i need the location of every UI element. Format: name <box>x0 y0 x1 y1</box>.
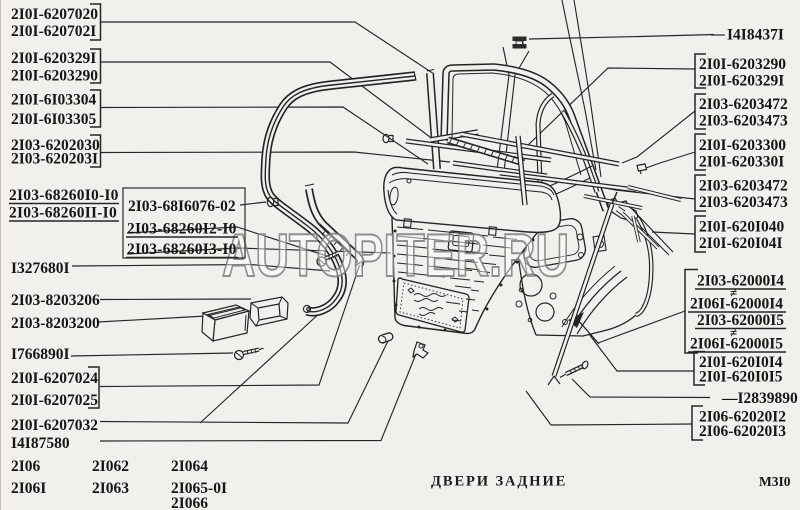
svg-text:2I064: 2I064 <box>171 458 208 475</box>
svg-text:2I03-6203472: 2I03-6203472 <box>699 96 788 113</box>
svg-text:2I065-0I: 2I065-0I <box>171 480 227 497</box>
svg-text:2I03-6202030: 2I03-6202030 <box>11 137 100 154</box>
svg-text:2I066: 2I066 <box>171 495 208 510</box>
svg-text:2I03-6203473: 2I03-6203473 <box>699 194 788 211</box>
svg-text:2I03-6203472: 2I03-6203472 <box>699 178 788 195</box>
svg-text:2I03-6203473: 2I03-6203473 <box>699 113 788 130</box>
svg-text:2I0I-620329I: 2I0I-620329I <box>699 73 784 90</box>
svg-text:I766890I: I766890I <box>11 346 70 363</box>
svg-text:I4I8437I: I4I8437I <box>727 27 784 44</box>
svg-text:2I0I-620330I: 2I0I-620330I <box>699 154 784 171</box>
svg-text:2I03-68260I2-I0: 2I03-68260I2-I0 <box>127 221 237 238</box>
svg-text:2I03-68260I0-I0: 2I03-68260I0-I0 <box>9 187 119 204</box>
svg-text:2I03-62000I4: 2I03-62000I4 <box>697 273 784 290</box>
svg-text:I327680I: I327680I <box>11 260 70 277</box>
svg-text:≠: ≠ <box>730 325 737 340</box>
svg-text:2I0I-620I0I5: 2I0I-620I0I5 <box>699 369 783 386</box>
svg-text:2I0I-6207024: 2I0I-6207024 <box>11 370 98 387</box>
svg-text:M3I0: M3I0 <box>759 474 791 489</box>
svg-text:2I06I-62000I5: 2I06I-62000I5 <box>690 336 783 353</box>
svg-text:2I03-8203200: 2I03-8203200 <box>11 315 100 332</box>
svg-text:2I06-62020I2: 2I06-62020I2 <box>699 409 786 426</box>
svg-text:2I0I-620I0I4: 2I0I-620I0I4 <box>699 354 783 371</box>
svg-text:2I03-68260I3-I0: 2I03-68260I3-I0 <box>127 241 237 258</box>
svg-text:—I2839890: —I2839890 <box>721 390 798 407</box>
svg-text:2I06: 2I06 <box>11 458 41 475</box>
svg-text:2I06-62020I3: 2I06-62020I3 <box>699 423 786 440</box>
svg-text:2I06I-62000I4: 2I06I-62000I4 <box>690 296 783 313</box>
svg-text:2I063: 2I063 <box>92 480 129 497</box>
svg-text:2I0I-6I03305: 2I0I-6I03305 <box>11 111 97 128</box>
svg-text:2I0I-6203290: 2I0I-6203290 <box>699 56 786 73</box>
svg-text:≠: ≠ <box>730 285 737 300</box>
svg-text:2I03-68I6076-02: 2I03-68I6076-02 <box>128 198 236 215</box>
svg-text:AUTOPITER.RU: AUTOPITER.RU <box>222 222 569 289</box>
svg-text:2I0I-6207025: 2I0I-6207025 <box>11 392 98 409</box>
svg-text:2I03-620203I: 2I03-620203I <box>11 151 98 168</box>
svg-text:I4I87580: I4I87580 <box>11 435 70 452</box>
svg-text:2I0I-6203290: 2I0I-6203290 <box>11 68 98 85</box>
svg-text:2I03-8203206: 2I03-8203206 <box>11 292 100 309</box>
svg-text:2I0I-620I040: 2I0I-620I040 <box>699 219 785 236</box>
svg-text:2I06I: 2I06I <box>11 480 46 497</box>
svg-text:2I0I-6203300: 2I0I-6203300 <box>699 137 786 154</box>
svg-text:2I03-62000I5: 2I03-62000I5 <box>697 312 784 329</box>
svg-text:2I0I-6207020: 2I0I-6207020 <box>11 6 98 23</box>
svg-text:2I062: 2I062 <box>92 458 129 475</box>
svg-text:2I0I-620702I: 2I0I-620702I <box>11 23 96 40</box>
svg-text:2I03-68260II-I0: 2I03-68260II-I0 <box>9 205 117 222</box>
svg-text:2I0I-620I04I: 2I0I-620I04I <box>699 235 783 252</box>
svg-text:2I0I-6I03304: 2I0I-6I03304 <box>11 92 97 109</box>
svg-text:2I0I-6207032: 2I0I-6207032 <box>11 417 98 434</box>
svg-text:2I0I-620329I: 2I0I-620329I <box>11 50 96 67</box>
svg-text:ДВЕРИ ЗАДНИЕ: ДВЕРИ ЗАДНИЕ <box>431 474 567 490</box>
